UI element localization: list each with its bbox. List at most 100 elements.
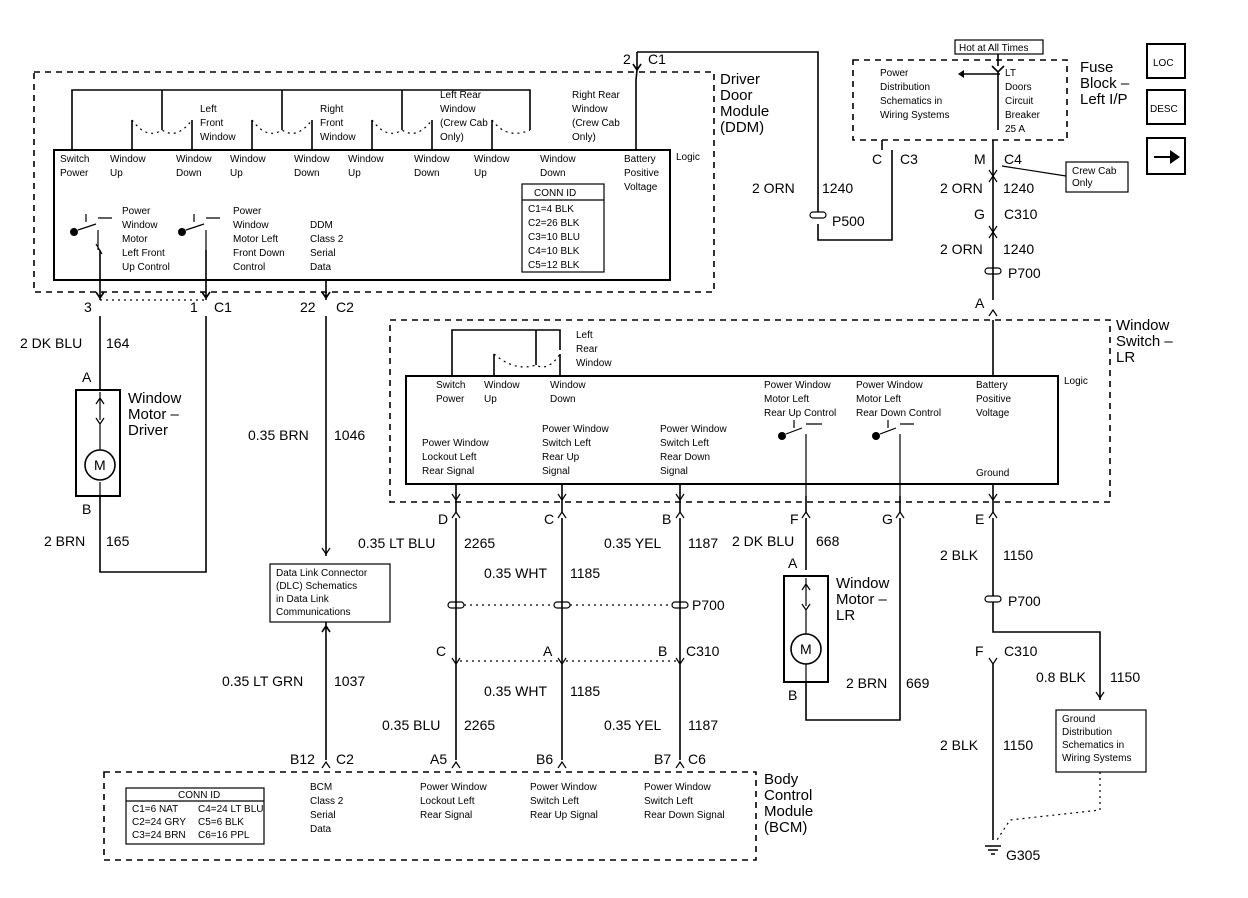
svg-text:669: 669 [906, 675, 930, 691]
svg-text:Window: Window [572, 104, 608, 115]
svg-text:Window: Window [200, 132, 236, 143]
lr-logic-label: Logic [1064, 376, 1088, 387]
ground-g305-label: G305 [1006, 847, 1040, 863]
svg-text:(DLC) Schematics: (DLC) Schematics [276, 581, 357, 592]
p500-label: P500 [832, 213, 865, 229]
svg-text:C1=6 NAT: C1=6 NAT [132, 804, 178, 815]
lr-switch-up-label: Power Window Switch Left Rear Up Signal [542, 424, 609, 477]
svg-text:2 BLK: 2 BLK [940, 737, 979, 753]
pin-c4: M C4 [974, 151, 1022, 167]
pin-lr-e: E [975, 511, 984, 527]
p700-splice-1187 [671, 601, 689, 609]
svg-text:Class 2: Class 2 [310, 234, 344, 245]
svg-text:Window: Window [474, 154, 510, 165]
svg-text:Right Rear: Right Rear [572, 90, 620, 101]
svg-text:Rear Signal: Rear Signal [420, 810, 472, 821]
svg-text:2265: 2265 [464, 717, 495, 733]
svg-text:Power Window: Power Window [542, 424, 609, 435]
svg-text:Distribution: Distribution [1062, 727, 1112, 738]
svg-text:Switch: Switch [436, 380, 465, 391]
svg-text:Control: Control [233, 262, 265, 273]
svg-text:Power: Power [233, 206, 262, 217]
svg-text:Ground: Ground [1062, 714, 1095, 725]
pin-lr-f: F [790, 511, 799, 527]
svg-text:Block –: Block – [1080, 75, 1130, 92]
svg-text:Switch: Switch [60, 154, 89, 165]
svg-text:Left: Left [200, 104, 217, 115]
lr-relay-down: Power Window Motor Left Rear Down Contro… [856, 380, 941, 496]
svg-text:Power Window: Power Window [422, 438, 489, 449]
svg-text:1240: 1240 [1003, 241, 1034, 257]
svg-text:F: F [975, 643, 984, 659]
switch-label-right-front: Right Front Window [320, 104, 356, 143]
next-page-arrow-icon[interactable] [1146, 137, 1186, 175]
svg-text:Wiring Systems: Wiring Systems [1062, 753, 1131, 764]
svg-text:0.35 LT BLU: 0.35 LT BLU [358, 535, 435, 551]
p700-splice-ground [984, 595, 1002, 603]
p700-label-a: P700 [1008, 265, 1041, 281]
svg-text:Class 2: Class 2 [310, 796, 344, 807]
svg-text:Switch Left: Switch Left [660, 438, 709, 449]
svg-text:0.35 BRN: 0.35 BRN [248, 427, 309, 443]
pin-c3: C C3 [872, 151, 918, 167]
fuse-block-outline [852, 59, 1068, 141]
svg-text:C5=6 BLK: C5=6 BLK [198, 817, 244, 828]
svg-text:1046: 1046 [334, 427, 365, 443]
bcm-title: Body Control Module (BCM) [764, 771, 813, 836]
svg-text:Module: Module [764, 803, 813, 820]
lr-switch-title: Window Switch – LR [1116, 317, 1173, 366]
power-distribution-arrowhead [958, 70, 964, 78]
svg-text:2 BLK: 2 BLK [940, 547, 979, 563]
svg-text:C4=10 BLK: C4=10 BLK [528, 246, 580, 257]
dlc-reference-box [269, 563, 391, 623]
pin-ddm-1: 1 [190, 299, 198, 315]
svg-text:Body: Body [764, 771, 799, 788]
svg-text:Window: Window [233, 220, 269, 231]
svg-text:Serial: Serial [310, 248, 336, 259]
svg-text:CONN ID: CONN ID [178, 790, 220, 801]
wire-label-1185-a: 0.35 WHT 1185 [484, 565, 600, 581]
wire-label-1240-b: 2 ORN 1240 [940, 180, 1034, 196]
svg-text:Positive: Positive [624, 168, 659, 179]
svg-text:Left Rear: Left Rear [440, 90, 482, 101]
svg-text:Serial: Serial [310, 810, 336, 821]
svg-text:Window: Window [540, 154, 576, 165]
ddm-conn-id-table: CONN ID C1=4 BLK C2=26 BLK C3=10 BLU C4=… [521, 183, 605, 273]
loc-icon[interactable] [1146, 43, 1186, 79]
svg-text:Motor –: Motor – [128, 406, 180, 423]
svg-text:Only: Only [1072, 178, 1093, 189]
svg-text:Power Window: Power Window [856, 380, 923, 391]
svg-text:C1=4 BLK: C1=4 BLK [528, 204, 574, 215]
svg-text:C4=24 LT BLU: C4=24 LT BLU [198, 804, 264, 815]
svg-text:Distribution: Distribution [880, 82, 930, 93]
svg-text:B: B [658, 643, 667, 659]
svg-text:Rear Down Control: Rear Down Control [856, 408, 941, 419]
dlc-reference-label: Data Link Connector (DLC) Schematics in … [276, 568, 368, 618]
svg-text:M: M [974, 151, 986, 167]
lr-battery-label: Battery Positive Voltage [976, 380, 1011, 419]
svg-text:3: 3 [84, 299, 92, 315]
pin-c310-g: G C310 [974, 206, 1038, 222]
svg-text:Power Window: Power Window [530, 782, 597, 793]
switch-label-right-rear: Right Rear Window (Crew Cab Only) [572, 90, 620, 143]
svg-text:0.35 YEL: 0.35 YEL [604, 717, 662, 733]
svg-text:Circuit: Circuit [1005, 96, 1034, 107]
pin-lr-b: B [662, 511, 671, 527]
svg-text:Power Window: Power Window [764, 380, 831, 391]
svg-text:C1: C1 [214, 299, 232, 315]
svg-text:Rear Up Signal: Rear Up Signal [530, 810, 598, 821]
svg-text:LR: LR [1116, 349, 1135, 366]
svg-text:0.35 WHT: 0.35 WHT [484, 565, 547, 581]
svg-text:Data: Data [310, 824, 332, 835]
svg-text:Up: Up [348, 168, 361, 179]
desc-icon[interactable] [1146, 89, 1186, 125]
svg-text:Switch Left: Switch Left [644, 796, 693, 807]
pin-lr-d: D [438, 511, 448, 527]
svg-text:Driver: Driver [128, 422, 168, 439]
svg-text:Rear: Rear [576, 344, 598, 355]
svg-text:Schematics in: Schematics in [880, 96, 942, 107]
svg-text:Left: Left [576, 330, 593, 341]
lr-lockout-label: Power Window Lockout Left Rear Signal [422, 438, 489, 477]
svg-text:B12: B12 [290, 751, 315, 767]
